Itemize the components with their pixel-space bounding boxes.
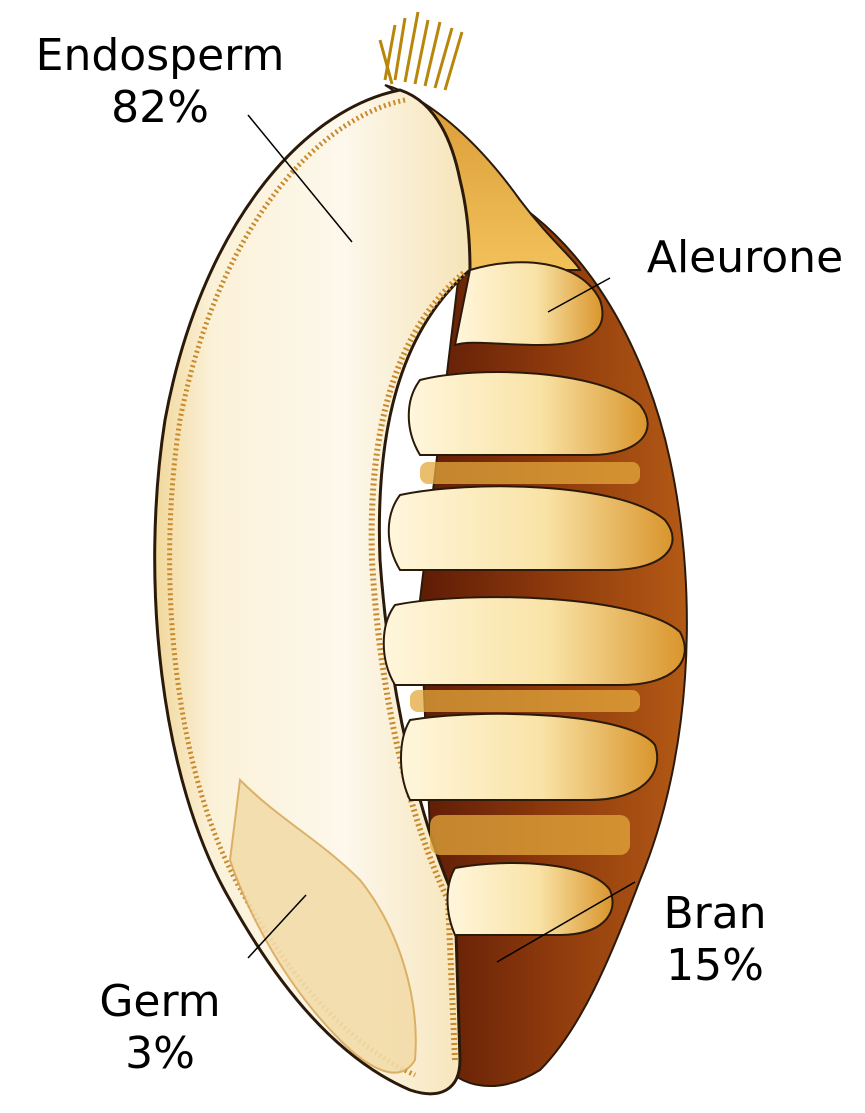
bran-name: Bran (640, 888, 790, 940)
kernel-hairs (380, 12, 462, 90)
endosperm-percent: 82% (10, 82, 310, 134)
germ-percent: 3% (75, 1028, 245, 1080)
endosperm-label: Endosperm 82% (10, 30, 310, 134)
germ-label: Germ 3% (75, 976, 245, 1080)
bran-percent: 15% (640, 940, 790, 992)
germ-name: Germ (75, 976, 245, 1028)
aleurone-name: Aleurone (625, 232, 865, 284)
bran-label: Bran 15% (640, 888, 790, 992)
aleurone-label: Aleurone (625, 232, 865, 284)
endosperm-name: Endosperm (10, 30, 310, 82)
